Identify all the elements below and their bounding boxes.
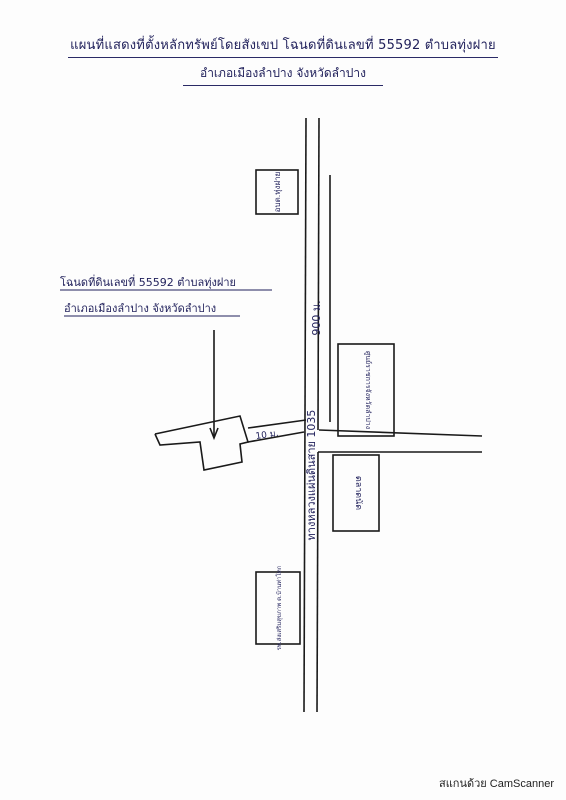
subject-parcel <box>154 415 250 471</box>
main-road-left-edge <box>303 117 307 713</box>
main-road-right-edge-upper <box>317 117 320 431</box>
landmark-right-top-box <box>337 343 395 437</box>
lane-top-edge <box>247 419 307 429</box>
lane-bottom-edge <box>247 431 305 443</box>
subject-label-line2: อำเภอเมืองลำปาง จังหวัดลำปาง <box>64 302 216 315</box>
subject-label-line1: โฉนดที่ดินเลขที่ 55592 ตำบลทุ่งฝาย <box>60 274 236 289</box>
landmark-right-top-label: ศูนย์ราชการจังหวัดลำปาง <box>364 351 372 429</box>
pointer-arrow-head <box>209 427 219 441</box>
map-title: แผนที่แสดงที่ตั้งหลักทรัพย์โดยสังเขป โฉน… <box>0 34 566 58</box>
distance-label: 900 ม. <box>310 300 323 335</box>
landmark-top-left-label: อบต.ทุ่งฝาย <box>273 172 282 213</box>
road-name: ทางหลวงแผ่นดินสาย 1035 <box>305 410 318 541</box>
landmark-top-left-box <box>255 169 299 215</box>
landmark-bottom-left-box <box>255 571 301 645</box>
landmark-bottom-left-label: รพ.ส่งเสริมสุขภาพ ต.บ้านท่าโทก <box>275 565 283 650</box>
scanner-watermark: สแกนด้วย CamScanner <box>438 778 554 790</box>
lane-width-label: 10 ม. <box>255 429 279 442</box>
main-road-right-edge-lower <box>316 451 319 713</box>
side-road-top-edge <box>318 429 483 437</box>
map-subtitle: อำเภอเมืองลำปาง จังหวัดลำปาง <box>0 64 566 86</box>
landmark-right-bottom-box <box>332 454 380 532</box>
landmark-right-bottom-label: ตลาดนัด <box>353 476 363 510</box>
